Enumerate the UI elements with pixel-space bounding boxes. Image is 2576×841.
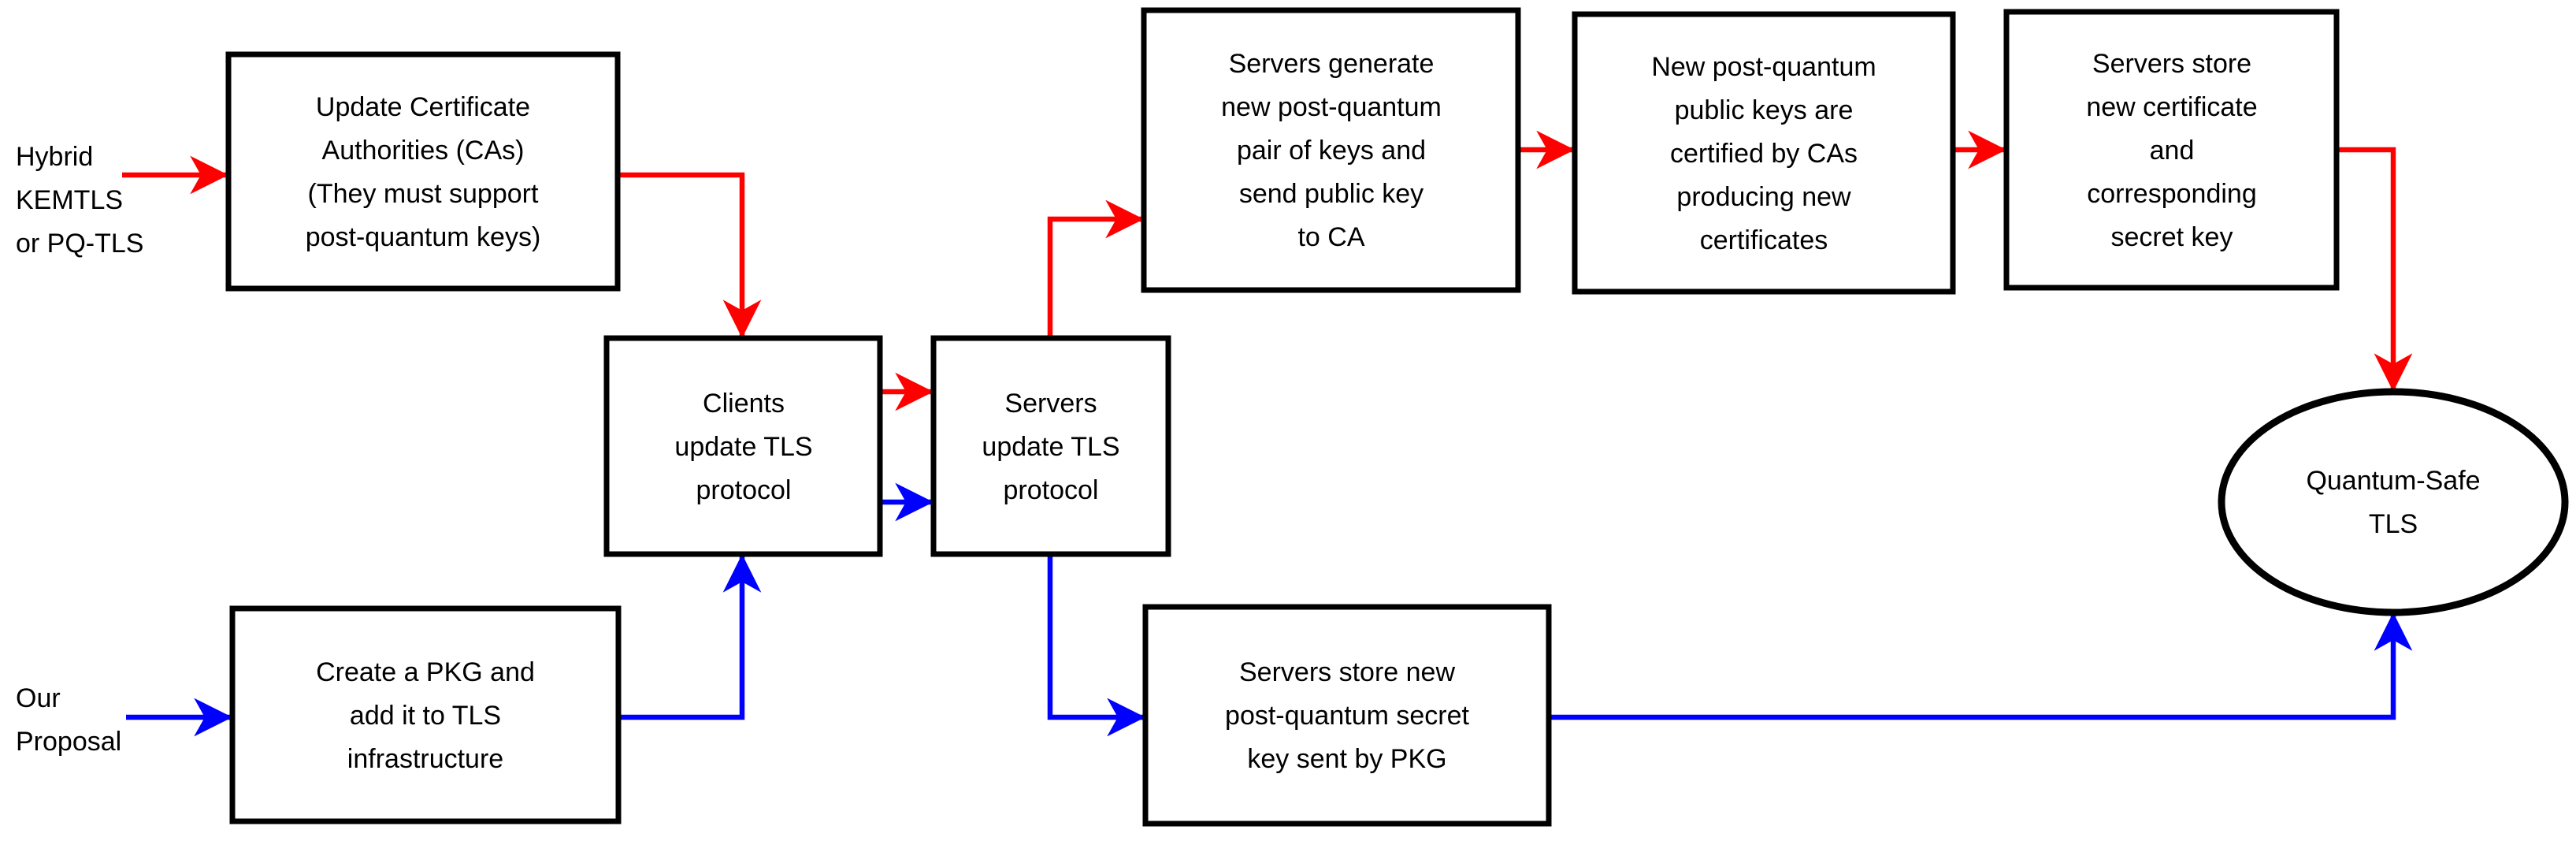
arrow-create-pkg-to-clients [618,554,762,720]
arrow-update-ca-to-clients [618,172,762,338]
arrow-store-cert-to-quantum-safe [2337,147,2413,392]
label-hybrid-line: Hybrid [16,142,93,172]
node-update-ca-line: post-quantum keys) [306,222,541,252]
arrow-servers-to-generate [1047,199,1144,338]
label-proposal-line: Proposal [16,727,121,757]
node-keys-certified: New post-quantum public keys are certifi… [1572,11,1956,295]
node-create-pkg-line: Create a PKG and [316,657,535,687]
node-servers-generate-keys-box [1141,7,1521,293]
node-create-pkg-line: add it to TLS [350,701,501,731]
node-create-pkg: Create a PKG and add it to TLS infrastru… [229,605,622,824]
node-clients-update-tls-line: Clients [703,389,785,419]
node-servers-store-certificate-line: new certificate [2086,92,2257,122]
node-servers-store-certificate-line: and [2150,136,2195,166]
node-servers-store-secret-key-line: key sent by PKG [1247,744,1446,774]
node-servers-generate-keys: Servers generate new post-quantum pair o… [1141,7,1521,293]
node-clients-update-tls: Clients update TLS protocol [603,335,883,557]
label-proposal-line: Our [16,683,61,713]
node-keys-certified-line: public keys are [1675,95,1854,125]
node-quantum-safe-tls-line: TLS [2369,509,2418,539]
node-create-pkg-line: infrastructure [347,744,503,774]
node-update-ca-line: Update Certificate [316,92,530,122]
node-servers-store-secret-key-line: Servers store new [1239,657,1455,687]
arrow-store-key-to-quantum-safe [1549,612,2413,720]
arrow-servers-to-store-key [1047,554,1145,737]
node-servers-generate-keys-line: pair of keys and [1237,136,1426,166]
node-servers-update-tls-line: Servers [1004,389,1097,419]
node-servers-update-tls: Servers update TLS protocol [930,335,1171,557]
node-servers-generate-keys-line: new post-quantum [1221,92,1442,122]
node-servers-store-certificate-line: corresponding [2087,179,2256,209]
node-servers-store-certificate-line: secret key [2111,222,2233,252]
node-servers-generate-keys-line: Servers generate [1229,49,1435,79]
label-hybrid-kemtls: Hybrid KEMTLS or PQ-TLS [16,142,143,259]
node-keys-certified-box [1572,11,1956,295]
node-clients-update-tls-box [603,335,883,557]
node-quantum-safe-tls: Quantum-Safe TLS [2218,388,2569,616]
node-clients-update-tls-line: protocol [696,475,792,505]
node-update-ca-line: Authorities (CAs) [322,136,525,166]
node-keys-certified-line: certificates [1700,225,1828,255]
node-create-pkg-box [229,605,622,824]
node-servers-generate-keys-line: send public key [1239,179,1423,209]
node-keys-certified-line: New post-quantum [1651,52,1876,82]
node-servers-update-tls-box [930,335,1171,557]
node-update-ca-line: (They must support [308,179,539,209]
node-update-ca: Update Certificate Authorities (CAs) (Th… [225,51,621,292]
label-hybrid-line: KEMTLS [16,185,123,215]
node-clients-update-tls-line: update TLS [674,432,812,462]
node-servers-update-tls-line: protocol [1004,475,1099,505]
label-our-proposal: Our Proposal [16,683,121,757]
node-quantum-safe-tls-line: Quantum-Safe [2306,466,2480,496]
node-servers-store-secret-key: Servers store new post-quantum secret ke… [1142,604,1552,827]
node-servers-generate-keys-line: to CA [1297,222,1364,252]
node-servers-store-certificate-line: Servers store [2092,49,2251,79]
node-update-ca-box [225,51,621,292]
node-quantum-safe-tls-ellipse [2218,388,2569,616]
node-servers-store-secret-key-box [1142,604,1552,827]
node-servers-store-certificate-box [2003,9,2340,291]
node-servers-store-certificate: Servers store new certificate and corres… [2003,9,2340,291]
node-servers-update-tls-line: update TLS [982,432,1119,462]
node-keys-certified-line: certified by CAs [1670,139,1858,169]
node-servers-store-secret-key-line: post-quantum secret [1225,701,1469,731]
node-keys-certified-line: producing new [1676,182,1851,212]
label-hybrid-line: or PQ-TLS [16,229,143,259]
